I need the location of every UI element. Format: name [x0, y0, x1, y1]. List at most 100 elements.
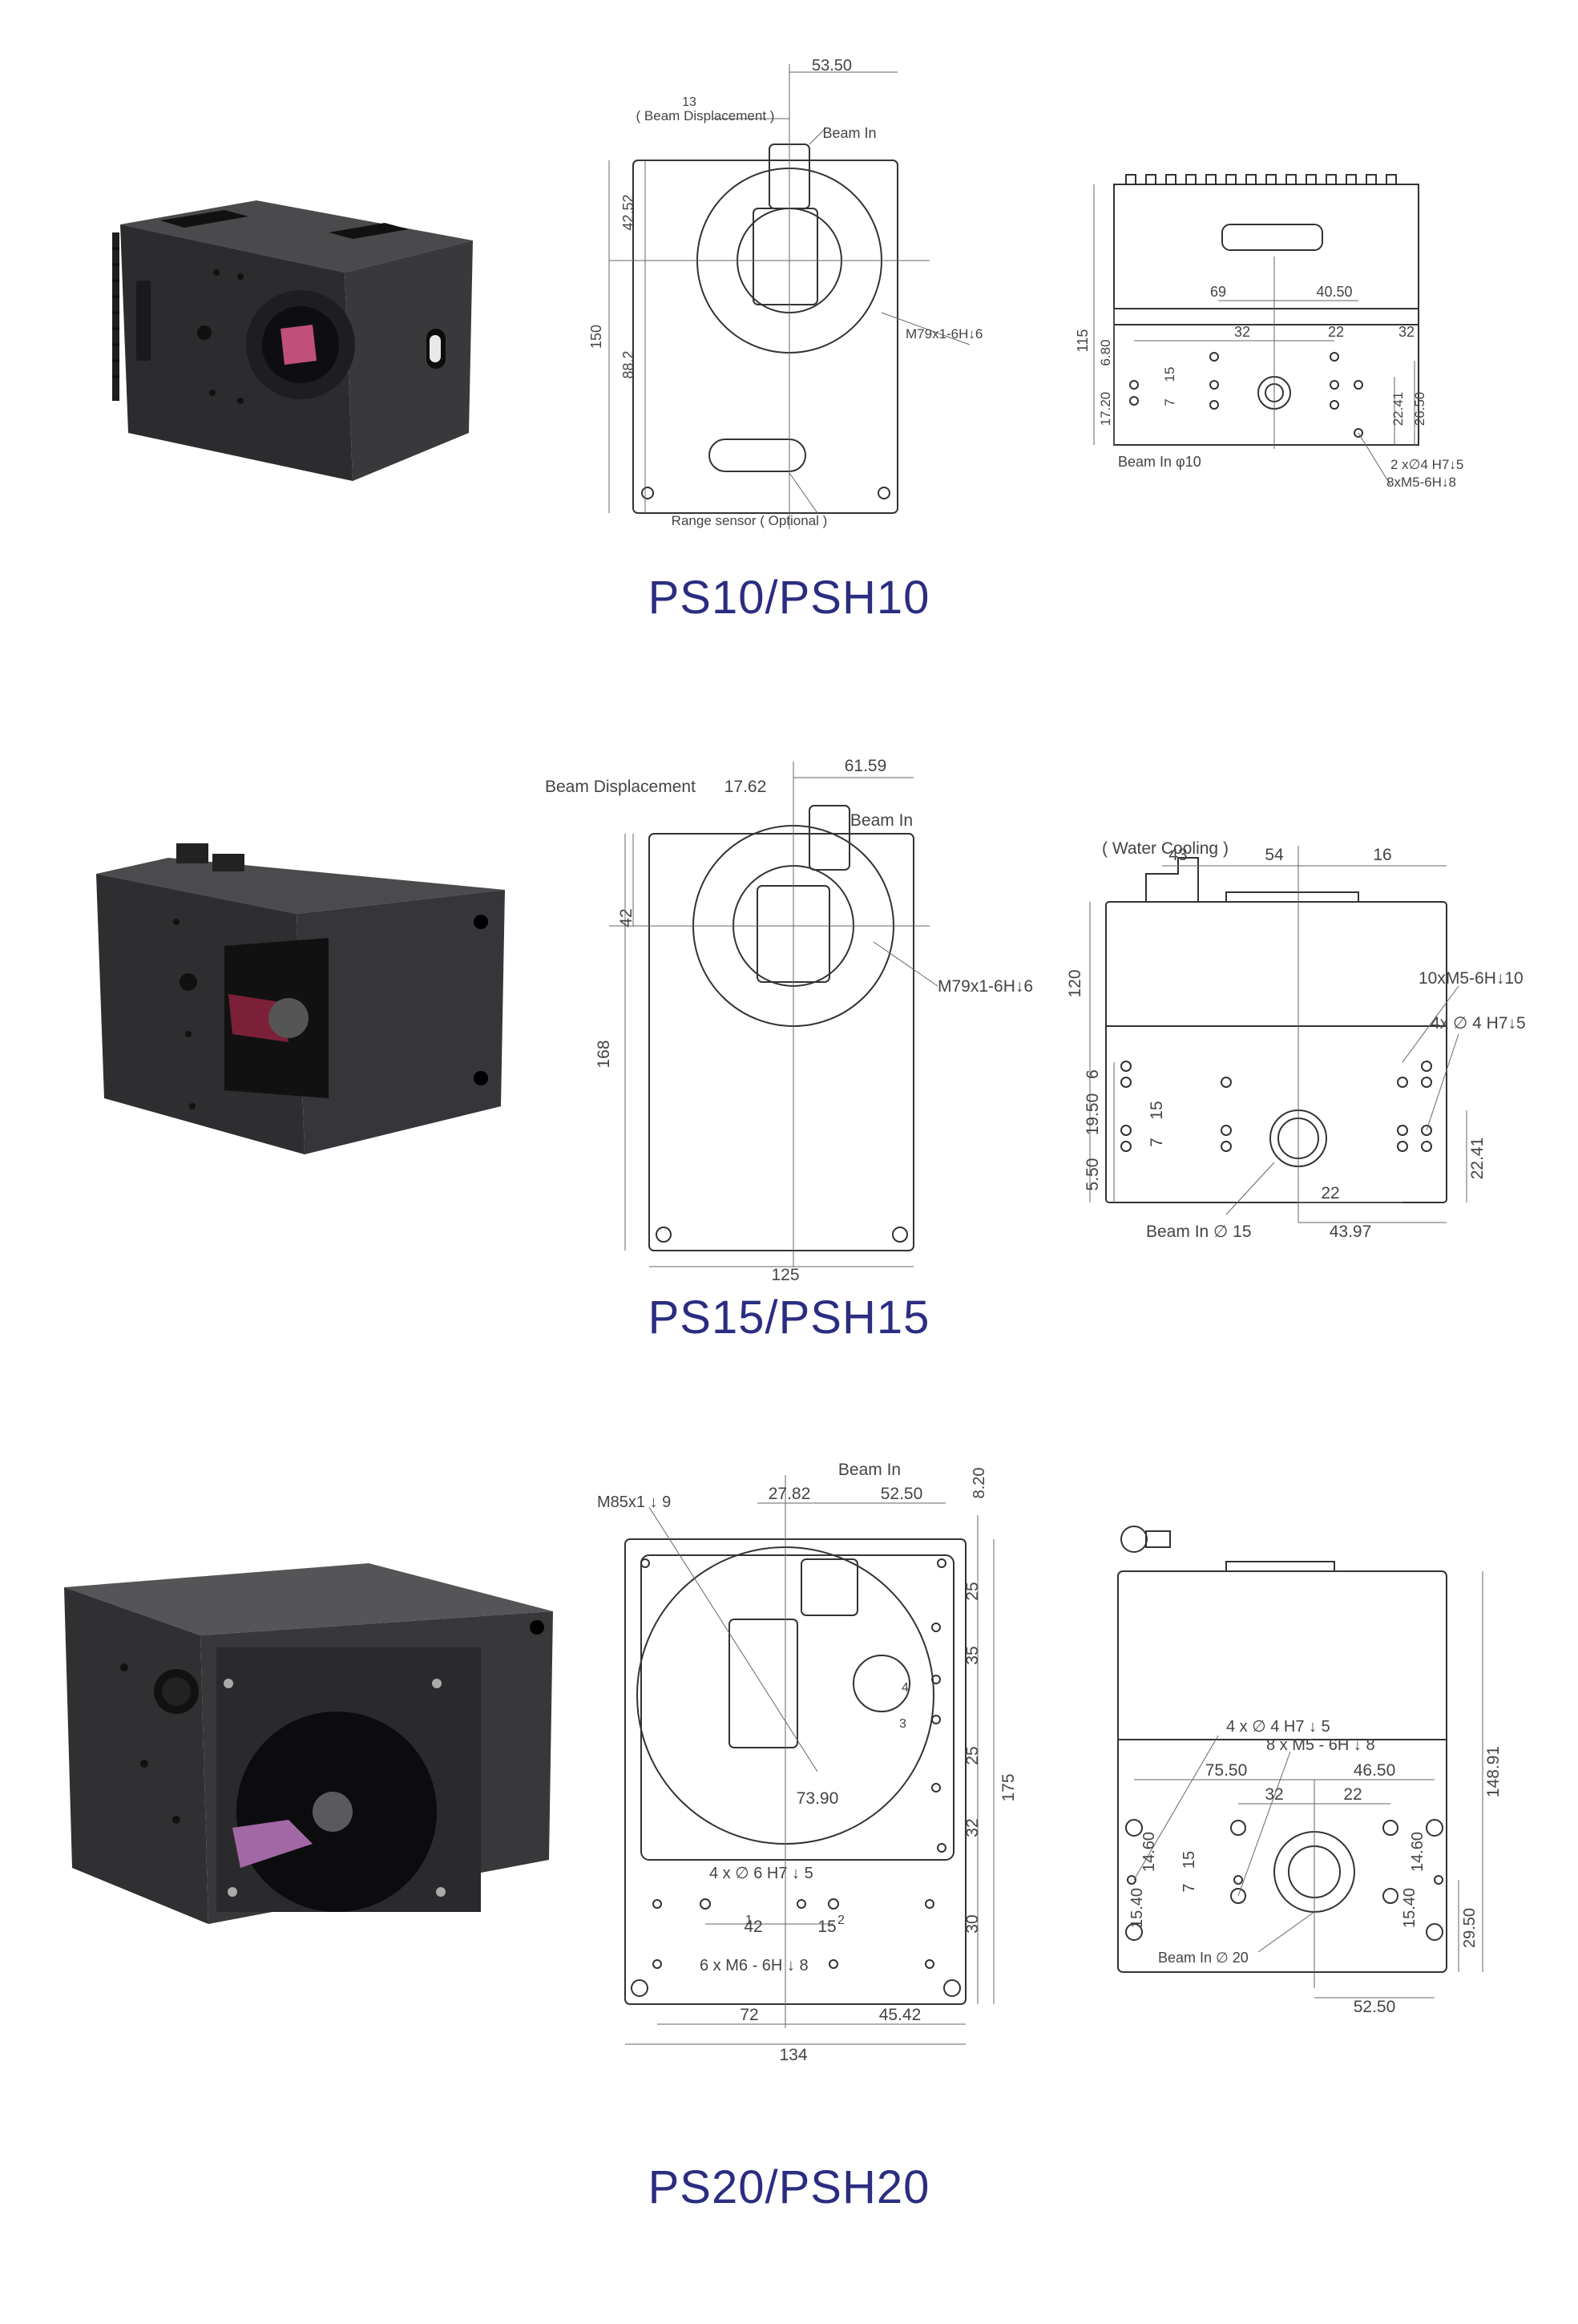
- range-sensor-slot: [708, 439, 806, 472]
- dim-d3: 16: [1373, 846, 1391, 864]
- dim-v1: 25: [963, 1582, 982, 1600]
- front-drawing-ps10: 53.50 13 ( Beam Displacement ) Beam In 1…: [588, 57, 983, 529]
- water-fitting: [176, 843, 208, 863]
- dim-d1: 40.50: [1316, 284, 1352, 300]
- product-photo-ps15: [96, 843, 505, 1154]
- screw-note: 8 x M5 - 6H ↓ 8: [1266, 1736, 1375, 1754]
- pin-note: 2 x∅4 H7↓5: [1390, 457, 1463, 472]
- housing-outline: [1105, 901, 1447, 1203]
- water-cooling-label: ( Water Cooling ): [1102, 839, 1229, 858]
- dim-v5: 30: [963, 1914, 982, 1933]
- beam-in-label: Beam In ∅ 15: [1146, 1223, 1252, 1241]
- water-fitting: [1145, 857, 1199, 902]
- model-panel-ps15: Beam Displacement 17.62 61.59 Beam In 42…: [0, 721, 1578, 1363]
- callout-2: 2: [837, 1914, 845, 1927]
- dim-h3: 7: [1180, 1883, 1198, 1892]
- callout-3: 3: [899, 1717, 906, 1731]
- dim-d1: 75.50: [1205, 1761, 1248, 1780]
- dim-d1: 43: [1168, 846, 1187, 864]
- dim-beam-disp: 17.62: [724, 778, 767, 796]
- dim-h3: 7: [1162, 398, 1177, 406]
- dim-h2: 15: [1180, 1851, 1198, 1869]
- dim-h3: 15: [1148, 1101, 1166, 1119]
- dim-height-total: 150: [588, 325, 604, 349]
- dim-d5: 22: [1328, 324, 1344, 340]
- dim-top: 53.50: [812, 57, 852, 75]
- front-drawing-ps20: Beam In M85x1 ↓ 9 27.82 52.50 8.20 25 35…: [597, 1461, 1018, 2064]
- housing-top: [64, 1563, 553, 1635]
- dim-h-total: 148.91: [1484, 1746, 1503, 1797]
- heatsink-outline: [1113, 184, 1419, 325]
- dim-d1: 27.82: [769, 1485, 811, 1503]
- dim-height-upper: 42.52: [620, 194, 636, 230]
- dim-width: 125: [771, 1266, 799, 1284]
- beam-in-label: Beam In ∅ 20: [1158, 1950, 1249, 1966]
- model-panel-ps10: 53.50 13 ( Beam Displacement ) Beam In 1…: [0, 0, 1578, 657]
- dim-v4: 32: [963, 1818, 982, 1837]
- pin-note: 4 x ∅ 6 H7 ↓ 5: [709, 1865, 813, 1882]
- pin-note: 4x ∅ 4 H7↓5: [1431, 1014, 1526, 1033]
- dim-height-lower: 88.2: [620, 350, 636, 378]
- thread-label: M85x1 ↓ 9: [597, 1493, 671, 1511]
- dim-h4: 17.20: [1098, 392, 1113, 426]
- dim-width: 134: [779, 2046, 807, 2064]
- housing-front: [297, 890, 505, 1154]
- dim-d3: 32: [1234, 324, 1250, 340]
- model-title: PS15/PSH15: [648, 1291, 930, 1344]
- dim-d5: 52.50: [1354, 1998, 1396, 2016]
- housing-front: [345, 240, 473, 481]
- mirror-pink: [280, 325, 317, 365]
- dim-d5: 43.97: [1330, 1223, 1372, 1241]
- dim-inner-width: 73.90: [797, 1789, 839, 1808]
- dim-h4: 15.40: [1128, 1888, 1146, 1928]
- mirror-purple: [232, 1820, 313, 1868]
- screw-note: 6 x M6 - 6H ↓ 8: [700, 1957, 809, 1974]
- dim-h2: 19.50: [1084, 1093, 1102, 1136]
- dim-beam-disp: 13: [682, 95, 696, 109]
- dim-h1: 6: [1084, 1069, 1102, 1079]
- dim-h4: 7: [1148, 1138, 1166, 1147]
- db25-connector: [136, 281, 151, 361]
- dim-d5: 15: [817, 1918, 836, 1936]
- range-sensor-label: Range sensor ( Optional ): [672, 513, 828, 528]
- dim-d2: 52.50: [881, 1485, 923, 1503]
- dim-h5: 14.60: [1409, 1832, 1427, 1872]
- product-photo-ps10: [112, 200, 473, 481]
- dim-h7: 29.50: [1461, 1908, 1479, 1948]
- dim-h5: 22.41: [1390, 392, 1406, 426]
- housing-outline: [1117, 1570, 1447, 1973]
- label-plate: [160, 210, 248, 228]
- beam-in-label: Beam In: [838, 1461, 901, 1479]
- dim-h-upper: 42: [617, 908, 636, 927]
- thread-label: M79x1-6H↓6: [938, 977, 1033, 996]
- housing-outline: [632, 160, 898, 514]
- side-drawing-ps15: ( Water Cooling ) 43 54 16 10xM5-6H↓10 4…: [1066, 839, 1526, 1241]
- model-title: PS20/PSH20: [648, 2161, 930, 2213]
- dim-h5: 5.50: [1084, 1158, 1102, 1191]
- beam-displacement-label: Beam Displacement: [545, 778, 696, 796]
- dim-h1: 14.60: [1140, 1832, 1158, 1872]
- dim-h6: 15.40: [1401, 1888, 1419, 1928]
- dim-d2: 69: [1210, 284, 1226, 300]
- dim-d2: 46.50: [1354, 1761, 1396, 1780]
- dim-v3: 25: [963, 1746, 982, 1764]
- model-title: PS10/PSH10: [648, 572, 930, 624]
- dim-d3: 32: [1265, 1785, 1283, 1804]
- dim-d4: 42: [744, 1918, 762, 1936]
- housing-top: [96, 858, 505, 914]
- callout-4: 4: [902, 1681, 909, 1695]
- beam-in-label: Beam In: [822, 125, 876, 141]
- housing-outline: [648, 833, 914, 1251]
- dim-d3: 8.20: [971, 1468, 988, 1499]
- beam-in-label: Beam In φ10: [1118, 454, 1201, 470]
- dim-h-total: 168: [595, 1040, 613, 1068]
- screw-note: 8xM5-6H↓8: [1386, 475, 1456, 490]
- dim-h6: 22.41: [1468, 1138, 1487, 1180]
- dim-d4: 22: [1343, 1785, 1362, 1804]
- callout-1: 1: [745, 1914, 753, 1927]
- housing-outline: [624, 1538, 967, 2005]
- housing-side: [120, 224, 353, 481]
- dim-d7: 45.42: [879, 2006, 922, 2024]
- front-drawing-ps15: Beam Displacement 17.62 61.59 Beam In 42…: [545, 757, 1033, 1284]
- dim-h2: 15: [1162, 367, 1177, 382]
